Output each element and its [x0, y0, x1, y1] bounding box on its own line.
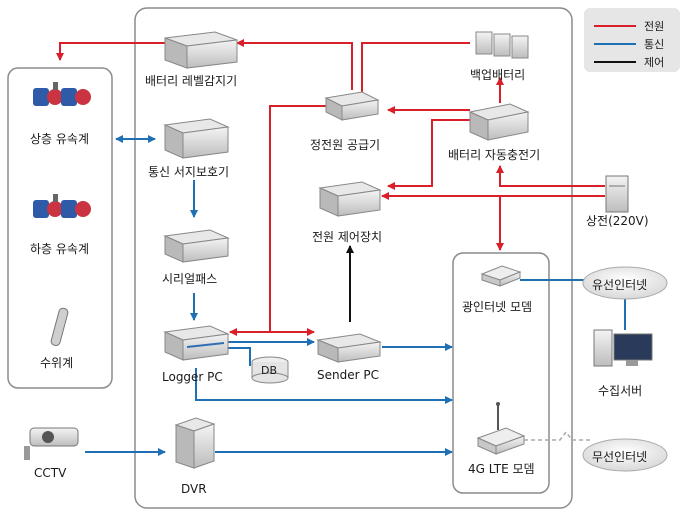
- upper-flowmeter-icon: [33, 82, 91, 106]
- wireless-internet-cloud: [582, 438, 668, 472]
- serial-pass-icon: [163, 229, 230, 263]
- legend-label-power: 전원: [644, 20, 665, 33]
- battery-level-sensor-icon: [164, 31, 238, 69]
- constant-power-supply-icon: [324, 91, 380, 121]
- power-line-level-to-upper: [56, 42, 165, 61]
- db-label: DB: [261, 364, 278, 377]
- power-controller-label: 전원 제어장치: [312, 230, 383, 244]
- dvr-icon: [174, 417, 216, 469]
- logger-pc-label: Logger PC: [162, 370, 223, 384]
- legend-swatch-comm: [594, 43, 636, 45]
- collection-server-label: 수집서버: [598, 384, 643, 398]
- backup-battery-icon: [475, 31, 529, 59]
- water-gauge-icon: [50, 307, 69, 346]
- station-main-box: [134, 7, 573, 509]
- comm-lines: [85, 135, 626, 456]
- collection-server-icon: [593, 329, 653, 367]
- cctv-label: CCTV: [34, 466, 67, 480]
- backup-battery-label: 백업배터리: [470, 68, 526, 82]
- wired-internet-label: 유선인터넷: [592, 278, 648, 292]
- logger-pc-icon: [163, 325, 230, 361]
- wireless-internet-label: 무선인터넷: [592, 450, 648, 464]
- sensor-group-box: [7, 67, 113, 389]
- power-line-supply-to-level: [236, 39, 353, 90]
- fiber-modem-label: 광인터넷 모뎀: [462, 300, 533, 314]
- comm-surge-protector-icon: [163, 118, 230, 159]
- legend-swatch-power: [594, 25, 636, 27]
- comm-line-logger-to-lte: [195, 368, 453, 404]
- wireless-link-dashed: [524, 430, 590, 441]
- legend-label-control: 제어: [644, 56, 665, 69]
- commercial-power-icon: [605, 175, 629, 213]
- commercial-power-label: 상전(220V): [586, 214, 649, 228]
- power-lines: [56, 39, 605, 336]
- comm-line-logger-to-db: [228, 347, 251, 366]
- comm-surge-protector-label: 통신 서지보호기: [148, 165, 230, 179]
- modem-group-box: [452, 252, 550, 494]
- cctv-icon: [24, 427, 79, 460]
- legend-label-comm: 통신: [644, 38, 665, 51]
- auto-battery-charger-icon: [468, 103, 530, 141]
- upper-flowmeter-label: 상층 유속계: [30, 132, 90, 146]
- constant-power-supply-label: 정전원 공급기: [310, 138, 381, 152]
- power-line-supply-down: [269, 105, 326, 332]
- battery-level-sensor-label: 배터리 레벨감지기: [145, 74, 238, 88]
- db-icon: [251, 356, 289, 384]
- wired-internet-cloud: [582, 266, 668, 300]
- water-gauge-label: 수위계: [40, 356, 74, 370]
- power-line-mains-to-charger: [496, 165, 605, 187]
- lower-flowmeter-label: 하층 유속계: [30, 242, 90, 256]
- legend-swatch-control: [594, 61, 636, 63]
- lower-flowmeter-icon: [33, 194, 91, 218]
- lte-modem-label: 4G LTE 모뎀: [468, 462, 535, 476]
- dvr-label: DVR: [181, 482, 207, 496]
- fiber-modem-icon: [480, 265, 522, 287]
- auto-battery-charger-label: 배터리 자동충전기: [448, 148, 541, 162]
- sender-pc-label: Sender PC: [317, 368, 379, 382]
- sender-pc-icon: [316, 333, 382, 363]
- serial-pass-label: 시리얼패스: [162, 272, 218, 286]
- power-controller-icon: [318, 181, 382, 217]
- legend: 전원 통신 제어: [584, 8, 680, 72]
- power-line-backup-to-supply: [361, 42, 470, 92]
- power-line-charger-to-controller: [387, 119, 470, 190]
- lte-modem-icon: [476, 402, 526, 455]
